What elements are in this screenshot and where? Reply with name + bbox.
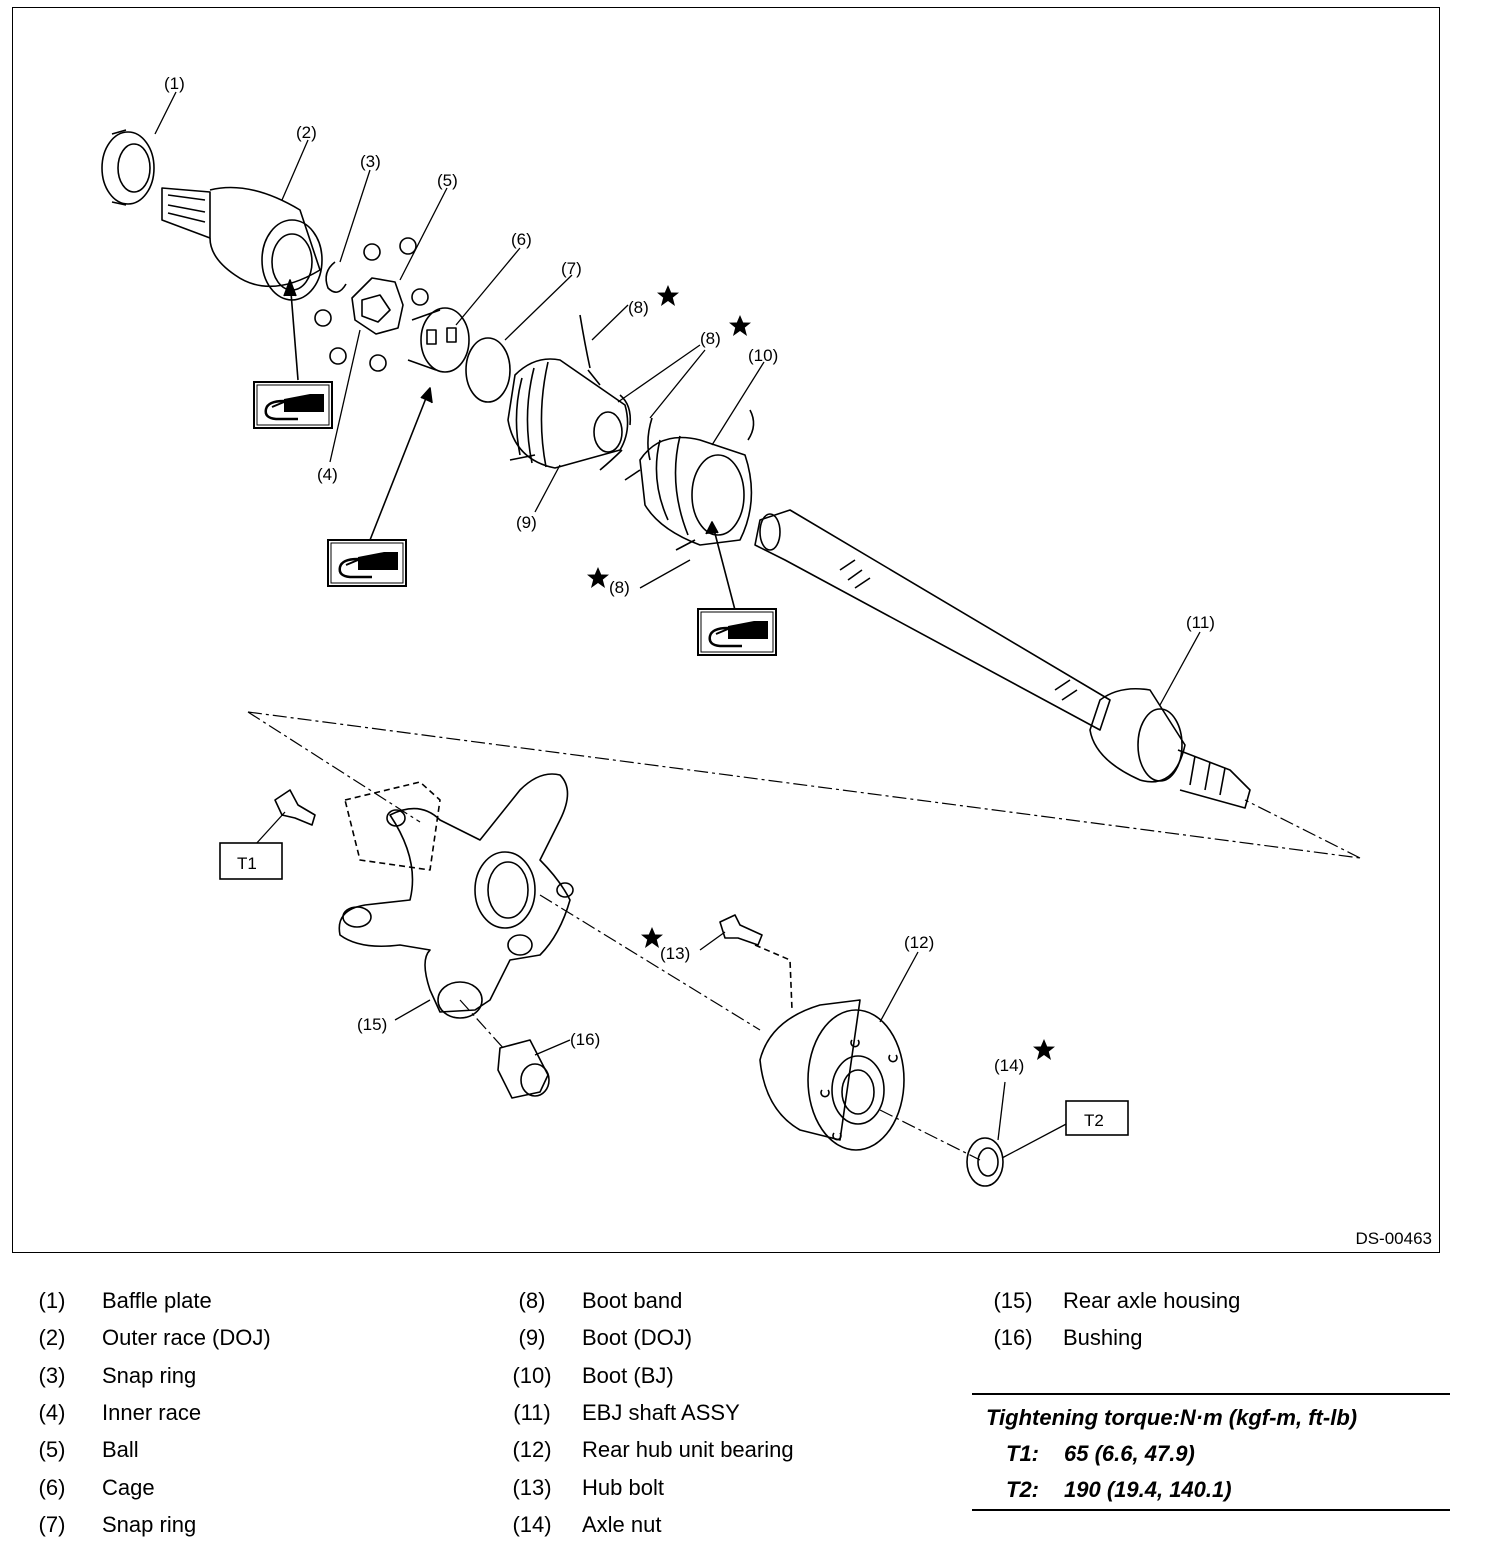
hub-bolt-part — [719, 914, 763, 946]
callout-2: (2) — [296, 123, 317, 142]
callout-8a: (8) — [628, 298, 649, 317]
grease-arrows[interactable] — [283, 279, 736, 611]
torque-row-t1: T1:65 (6.6, 47.9) — [1006, 1441, 1195, 1466]
star-icon — [657, 285, 679, 306]
doj-boot-part — [507, 358, 629, 469]
ball-parts — [314, 237, 429, 372]
callout-16: (16) — [570, 1030, 600, 1049]
rear-hub-bearing-part — [759, 999, 905, 1151]
snap-ring-7-part — [465, 337, 511, 403]
snap-ring-3-part — [325, 261, 347, 293]
torque-table: Tightening torque:N·m (kgf-m, ft-lb) T1:… — [972, 1393, 1450, 1511]
callout-13: (13) — [660, 944, 690, 963]
ebj-shaft-part — [754, 509, 1251, 809]
leader-lines — [154, 91, 1201, 1159]
rear-axle-housing-part — [338, 773, 574, 1019]
callout-12: (12) — [904, 933, 934, 952]
callout-7: (7) — [561, 259, 582, 278]
callout-6: (6) — [511, 230, 532, 249]
outer-race-part — [161, 186, 323, 301]
callout-15: (15) — [357, 1015, 387, 1034]
callout-10: (10) — [748, 346, 778, 365]
callout-t1: T1 — [237, 854, 257, 873]
inner-race-part — [351, 277, 404, 335]
callout-8b: (8) — [700, 329, 721, 348]
grease-gun-icon — [326, 538, 408, 588]
figure-code: DS-00463 — [1355, 1229, 1432, 1248]
grease-gun-icon — [252, 380, 334, 430]
cage-part — [407, 307, 470, 373]
axle-nut-part — [966, 1137, 1004, 1187]
bushing-part — [497, 1039, 550, 1099]
reference-lines — [247, 711, 1361, 1161]
t1-bolt-part — [274, 789, 316, 826]
boot-band-parts — [579, 314, 755, 551]
callout-14: (14) — [994, 1056, 1024, 1075]
callout-4: (4) — [317, 465, 338, 484]
star-icon — [587, 567, 609, 588]
diagram-frame — [12, 7, 1440, 1253]
baffle-plate-part — [101, 129, 155, 206]
star-icon — [729, 315, 751, 336]
star-icon — [1033, 1039, 1055, 1060]
callout-3: (3) — [360, 152, 381, 171]
torque-title: Tightening torque:N·m (kgf-m, ft-lb) — [986, 1405, 1358, 1430]
callout-11: (11) — [1186, 613, 1215, 632]
callout-t2: T2 — [1084, 1111, 1104, 1130]
callout-9: (9) — [516, 513, 537, 532]
t2-box — [1065, 1100, 1129, 1136]
exploded-view-diagram: (1) (2) (3) (5) (6) (7) (8) (8) (10) (4)… — [101, 74, 1361, 1187]
callout-1: (1) — [164, 74, 185, 93]
callout-5: (5) — [437, 171, 458, 190]
bj-boot-part — [639, 435, 753, 546]
t1-box — [219, 842, 283, 880]
callout-8c: (8) — [609, 578, 630, 597]
torque-row-t2: T2:190 (19.4, 140.1) — [1006, 1477, 1232, 1502]
grease-gun-icon — [696, 607, 778, 657]
